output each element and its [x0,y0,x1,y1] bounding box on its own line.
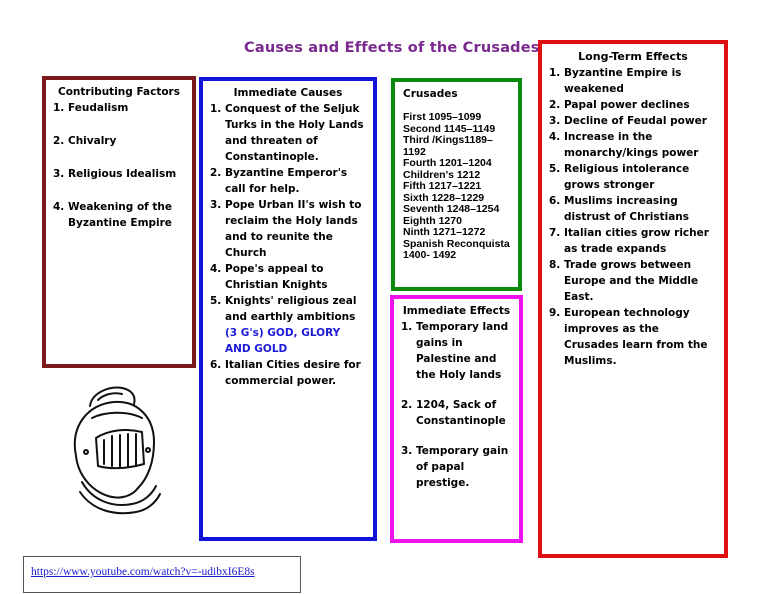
reconquista-dates: 1400- 1492 [403,249,457,261]
page-title: Causes and Effects of the Crusades [244,40,540,56]
list-item: 4.Weakening of the Byzantine Empire [53,201,173,229]
crusades-heading: Crusades [403,88,458,100]
list-item: 3.Pope Urban II's wish to reclaim the Ho… [210,199,362,259]
contributing-factors-box: Contributing Factors 1.Feudalism 2.Chiva… [42,76,196,368]
immediate-causes-list: 1.Conquest of the Seljuk Turks in the Ho… [210,101,366,389]
immediate-effects-list: 1.Temporary land gains in Palestine and … [401,319,512,491]
list-item: Seventh 1248–1254 [403,203,500,215]
list-item: Fifth 1217–1221 [403,180,482,192]
list-item: 7.Italian cities grow richer as trade ex… [549,227,709,255]
list-item: 2.Chivalry [53,135,117,147]
list-item: First 1095–1099 [403,111,482,123]
list-item: 1.Feudalism [53,102,129,114]
list-item: Fourth 1201–1204 [403,157,492,169]
crusades-box: Crusades First 1095–1099 Second 1145–114… [391,78,522,291]
long-term-effects-list: 1.Byzantine Empire is weakened 2.Papal p… [549,65,717,369]
reconquista-line: Spanish Reconquista [403,237,510,250]
list-item: Third /Kings1189–1192 [403,134,493,158]
immediate-causes-heading: Immediate Causes [233,87,343,99]
list-item: 1.Byzantine Empire is weakened [549,67,682,95]
list-item: Ninth 1271–1272 [403,226,486,238]
list-item: 9.European technology improves as the Cr… [549,307,708,367]
list-item: 5.Knights' religious zeal and earthly am… [210,295,357,355]
immediate-effects-heading: Immediate Effects [402,305,511,317]
list-item: 3.Temporary gain of papal prestige. [401,445,509,489]
video-link-box: https://www.youtube.com/watch?v=-udibxI6… [23,556,301,593]
crusades-list: First 1095–1099 Second 1145–1149 Third /… [403,111,510,262]
list-item: 1.Conquest of the Seljuk Turks in the Ho… [210,103,364,163]
list-item: 2.1204, Sack of Constantinople [401,399,506,427]
immediate-effects-box: Immediate Effects 1.Temporary land gains… [390,295,523,543]
long-term-effects-heading: Long-Term Effects [578,50,688,63]
list-item: 5.Religious intolerance grows stronger [549,163,690,191]
list-item: 2.Papal power declines [549,99,690,111]
list-item: 6.Muslims increasing distrust of Christi… [549,195,690,223]
list-item: 4.Increase in the monarchy/kings power [549,131,699,159]
list-item: 3.Religious Idealism [53,168,177,180]
list-item: 4.Pope's appeal to Christian Knights [210,263,328,291]
immediate-causes-box: Immediate Causes 1.Conquest of the Selju… [199,77,377,541]
three-gs-highlight: (3 G's) GOD, GLORY AND GOLD [225,327,341,355]
list-item: Eighth 1270 [403,214,462,227]
list-item: 2.Byzantine Emperor's call for help. [210,167,348,195]
list-item: Second 1145–1149 [403,122,496,135]
list-item: Sixth 1228–1229 [403,191,485,204]
list-item: 3.Decline of Feudal power [549,115,707,127]
youtube-link[interactable]: https://www.youtube.com/watch?v=-udibxI6… [31,566,255,578]
contributing-factors-heading: Contributing Factors [58,86,180,98]
list-item: 6.Italian Cities desire for commercial p… [210,359,361,387]
contributing-factors-list: 1.Feudalism 2.Chivalry 3.Religious Ideal… [53,100,185,231]
long-term-effects-box: Long-Term Effects 1.Byzantine Empire is … [538,40,728,558]
knight-helmet-icon [52,378,172,518]
list-item: 1.Temporary land gains in Palestine and … [401,321,509,381]
list-item: 8.Trade grows between Europe and the Mid… [549,259,699,303]
list-item: Children's 1212 [403,168,481,181]
